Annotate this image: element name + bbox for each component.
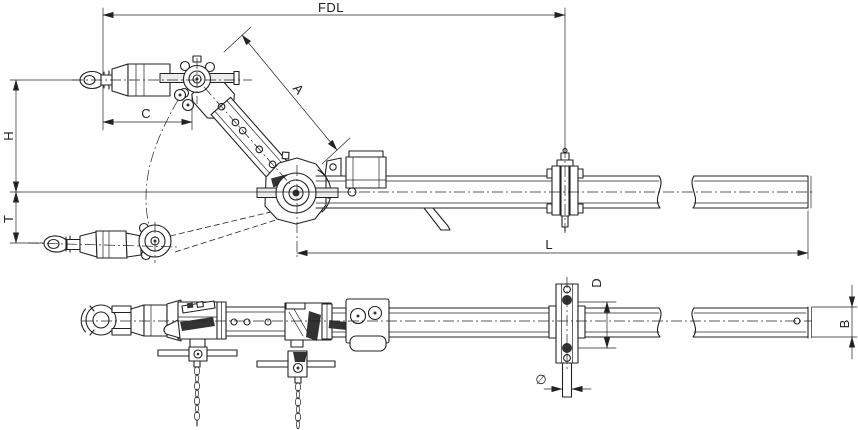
dimension-l: L: [296, 210, 809, 260]
dimension-c: C: [102, 93, 193, 131]
dimension-phi-label: ∅: [535, 372, 546, 387]
coupling-housing-plan: [163, 300, 227, 340]
tube-break-icon: [656, 307, 662, 338]
support-stand-front: [157, 338, 238, 427]
tube-break-icon: [691, 307, 697, 338]
dimension-c-label: C: [141, 106, 150, 121]
chain: [194, 366, 200, 427]
dimension-fdl-label: FDL: [318, 0, 344, 15]
center-lines: [9, 58, 812, 371]
towing-eye-plan: [80, 299, 182, 342]
dimension-t: T: [1, 191, 47, 244]
support-stand-rear: [256, 339, 336, 430]
dimension-h: H: [1, 79, 83, 193]
tube-break-icon: [691, 175, 697, 209]
dimension-d-label: D: [589, 278, 604, 287]
mount-plate-plan: [345, 298, 390, 352]
tube-hook: [423, 207, 451, 231]
slide-bracket: [345, 156, 387, 189]
dimension-l-label: L: [545, 237, 552, 252]
dimension-phi: ∅: [535, 372, 592, 393]
chain: [295, 382, 301, 430]
main-pivot: [256, 157, 339, 225]
tube-tab: [324, 157, 342, 177]
dimension-h-label: H: [1, 131, 16, 140]
dimension-t-label: T: [1, 215, 16, 223]
swing-arc: [145, 99, 339, 253]
dimension-fdl: FDL: [102, 0, 566, 151]
dimension-a-label: A: [290, 81, 307, 98]
dimension-d: D: [572, 278, 617, 349]
dimension-b: B: [811, 284, 858, 360]
rear-joint-plan: [284, 302, 347, 341]
phantom-lowered-eye: [43, 222, 172, 261]
tube-break-icon: [656, 175, 662, 209]
dimension-b-label: B: [837, 320, 852, 329]
